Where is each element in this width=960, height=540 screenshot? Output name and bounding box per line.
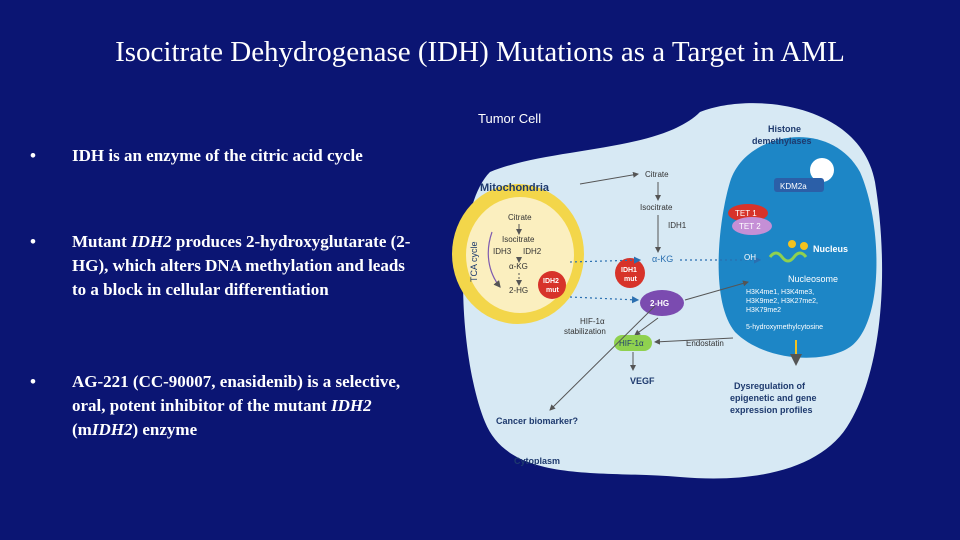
idh2-mut-label-1: IDH2 [543, 278, 559, 285]
mito-idh2: IDH2 [523, 247, 542, 256]
nucleus-label: Nucleus [813, 244, 848, 254]
tet2-badge [732, 217, 772, 235]
mitochondria-label: Mitochondria [480, 182, 550, 194]
histone-demethylases-label-1: Histone [768, 124, 801, 134]
bullet-text-segment: Mutant [72, 232, 132, 251]
mito-akg: α-KG [509, 262, 528, 271]
nucleosome-dot [788, 240, 796, 248]
kdm2a-icon [810, 158, 834, 182]
slide-title: Isocitrate Dehydrogenase (IDH) Mutations… [115, 36, 845, 68]
idh1-mut-label-1: IDH1 [621, 267, 637, 274]
hmc-label: 5-hydroxymethylcytosine [746, 324, 823, 331]
dysregulation-line: epigenetic and gene [730, 393, 817, 403]
cytoplasm-label: Cytoplasm [514, 456, 560, 466]
dysregulation-line: expression profiles [730, 405, 813, 415]
mito-citrate: Citrate [508, 213, 532, 222]
vegf-label: VEGF [630, 376, 655, 386]
cyto-citrate: Citrate [645, 170, 669, 179]
bullet-dot-icon: • [30, 146, 36, 165]
bullet-text-segment: AG-221 (CC-90007, enasidenib) is a selec… [72, 372, 401, 415]
arrow-mito-citrate-out [579, 171, 639, 185]
histone-demethylases-label-2: demethylases [752, 136, 812, 146]
bullet-text-segment: IDH2 [330, 396, 372, 415]
tet1-label: TET 1 [735, 209, 757, 218]
kdm2a-box [774, 178, 824, 192]
bullet-item: • IDH is an enzyme of the citric acid cy… [30, 144, 420, 168]
bullet-item: • AG-221 (CC-90007, enasidenib) is a sel… [30, 370, 420, 442]
nucleosome-dot [800, 242, 808, 250]
idh-pathway-diagram: Mitochondria TCA cycle Citrate Isocitrat… [452, 103, 883, 479]
bullet-text: IDH is an enzyme of the citric acid cycl… [72, 144, 420, 168]
idh1-mut-label-2: mut [624, 276, 638, 283]
bullet-text-segment: (m [72, 420, 92, 439]
hif-stab-label-2: stabilization [564, 327, 606, 336]
histone-mark-line: H3K79me2 [746, 307, 781, 314]
histone-mark-line: H3K4me1, H3K4me3, [746, 289, 814, 296]
cyto-isocitrate: Isocitrate [640, 203, 673, 212]
mito-isocitrate: Isocitrate [502, 235, 535, 244]
dysregulation-line: Dysregulation of [734, 381, 806, 391]
kdm2a-label: KDM2a [780, 182, 807, 191]
nucleosome-label: Nucleosome [788, 274, 838, 284]
histone-mark-line: H3K9me2, H3K27me2, [746, 298, 818, 305]
hif-pill [614, 335, 652, 351]
bullet-text-segment: produces 2-hydroxyglutarate (2-HG), whic… [72, 232, 411, 299]
cyto-akg: α-KG [652, 254, 673, 264]
cyto-2hg: 2-HG [650, 299, 669, 308]
bullet-item: • Mutant IDH2 produces 2-hydroxyglutarat… [30, 230, 420, 302]
flow-2hg [569, 296, 640, 304]
tca-cycle-label: TCA cycle [469, 241, 479, 282]
mito-idh3: IDH3 [493, 247, 512, 256]
bullet-dot-icon: • [30, 232, 36, 251]
arrow-2hg-hif [634, 317, 659, 336]
oh-label: OH [744, 253, 756, 262]
bullet-text: Mutant IDH2 produces 2-hydroxyglutarate … [72, 230, 420, 302]
flow-akg [569, 256, 642, 264]
tca-cycle-arrow [487, 231, 501, 288]
idh2-mut-label-2: mut [546, 287, 560, 294]
hif-stab-label-1: HIF-1α [580, 317, 605, 326]
mito-2hg: 2-HG [509, 286, 528, 295]
arrow-2hg-biomarker [549, 305, 656, 411]
hif-label: HIF-1α [619, 339, 644, 348]
arrow-nucleus-endostatin [654, 337, 734, 345]
flow-2hg-nucleus [684, 280, 749, 301]
bullet-text-segment: IDH2 [131, 232, 172, 251]
nucleus-shape [718, 137, 877, 358]
bullet-text-segment: ) enzyme [132, 420, 198, 439]
bullet-text-segment: IDH is an enzyme of the citric acid cycl… [72, 146, 363, 165]
tet2-label: TET 2 [739, 222, 761, 231]
bullet-text-segment: IDH2 [91, 420, 133, 439]
dna-strand-icon [768, 251, 808, 263]
bullet-text: AG-221 (CC-90007, enasidenib) is a selec… [72, 370, 420, 442]
idh2-mut-badge [538, 271, 566, 299]
cyto-idh1: IDH1 [668, 221, 687, 230]
tumor-cell-label: Tumor Cell [478, 111, 542, 126]
cancer-biomarker-label: Cancer biomarker? [496, 416, 578, 426]
bullet-dot-icon: • [30, 372, 36, 391]
idh1-mut-badge [615, 258, 645, 288]
endostatin-label: Endostatin [686, 339, 724, 348]
